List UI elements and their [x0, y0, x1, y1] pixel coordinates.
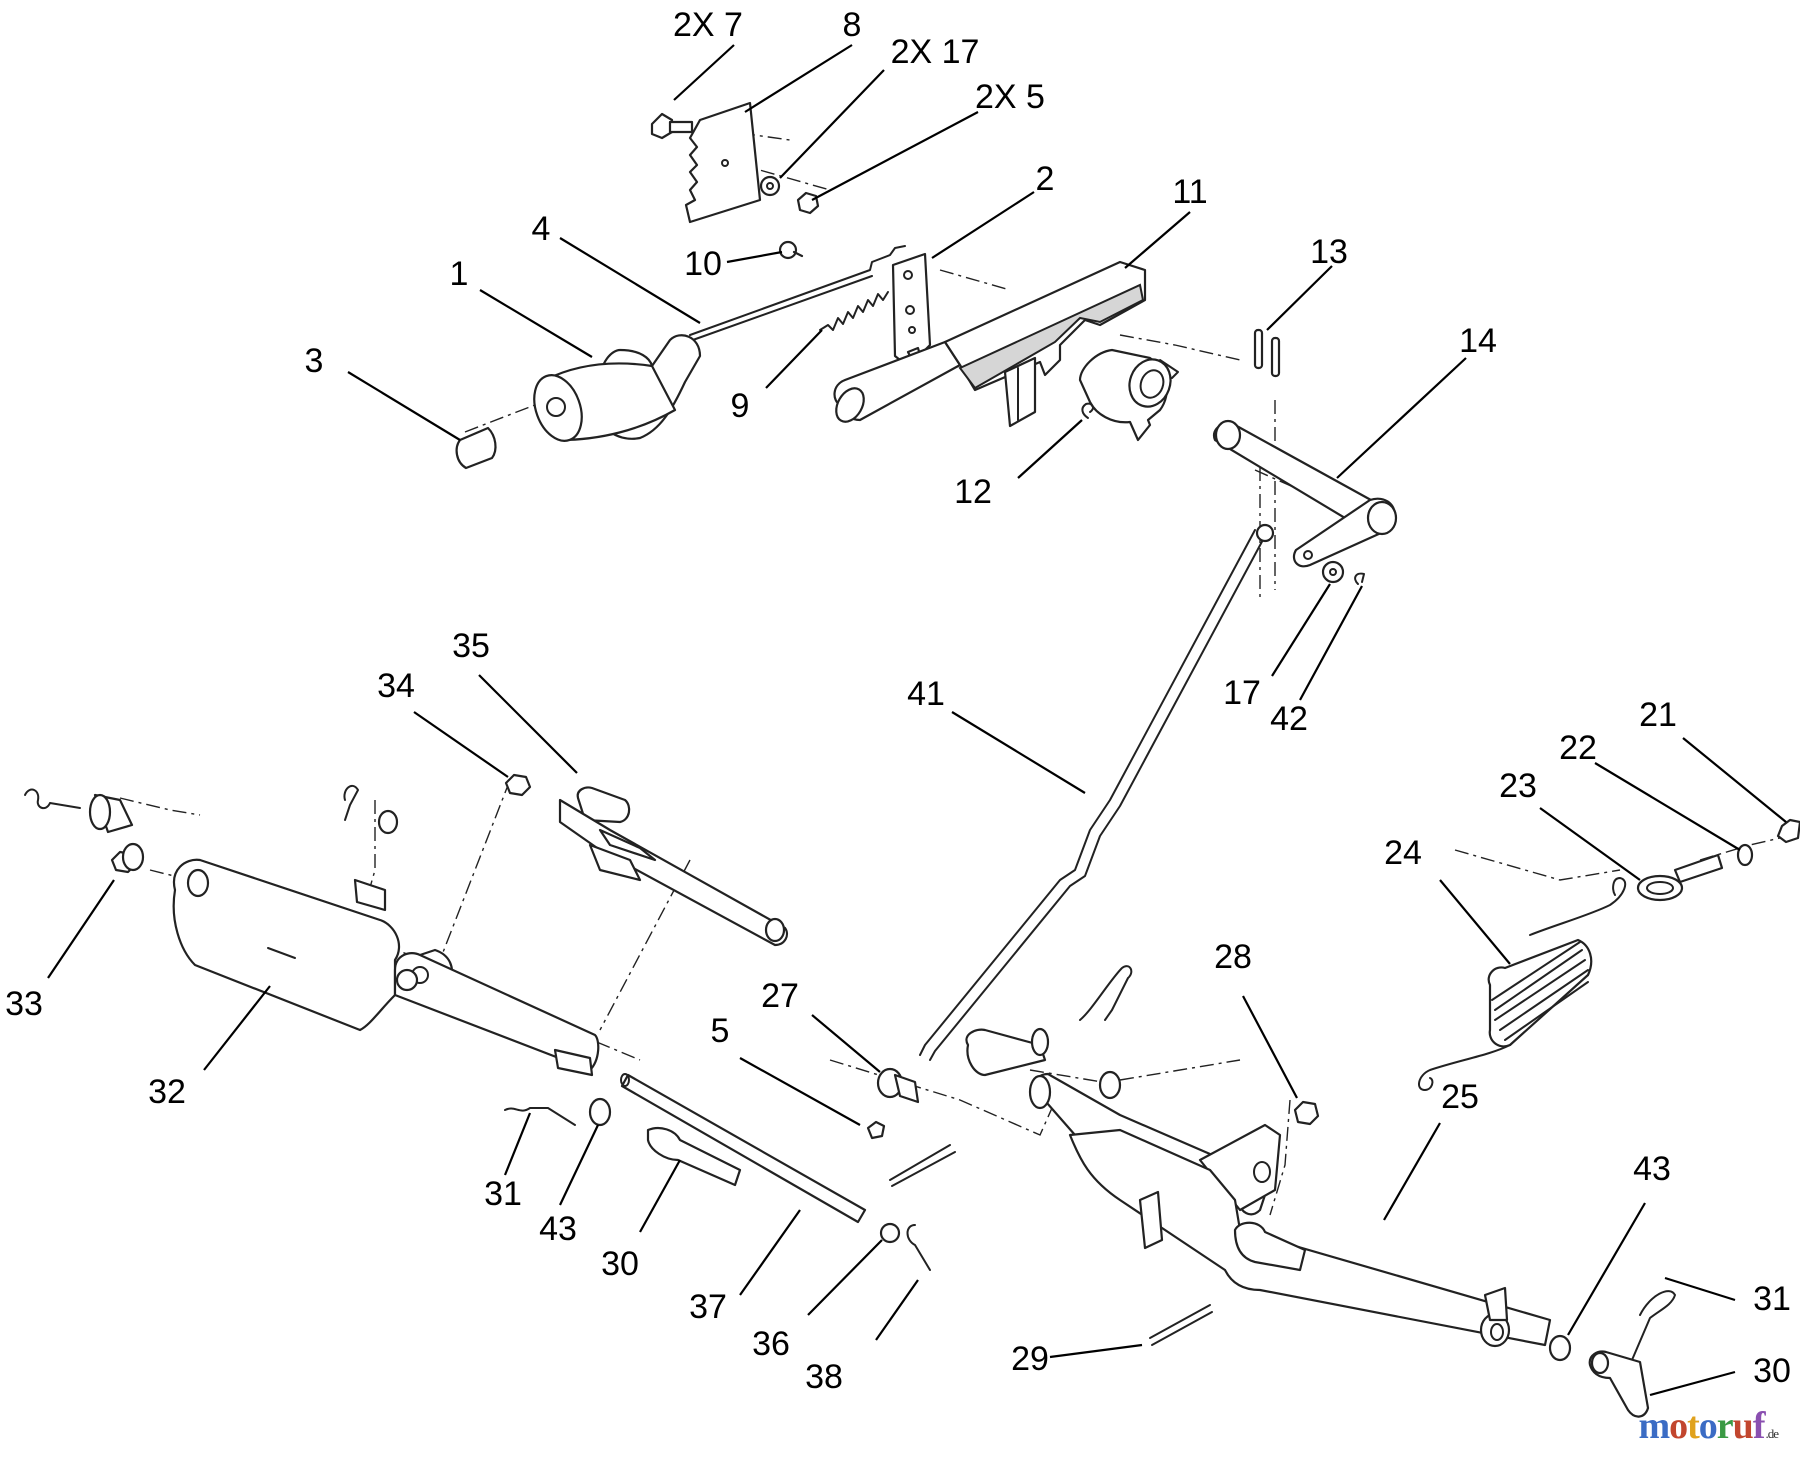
- cotter-hairpin-right-top: [1079, 965, 1133, 1021]
- washer-part-43-lower: [588, 1097, 612, 1127]
- callout-12: 12: [954, 473, 992, 511]
- washer-part-17-lower: [1321, 560, 1345, 584]
- bolt-part-7: [650, 112, 694, 140]
- cotter-pin-center: [889, 1144, 956, 1187]
- assembly-centerlines: [119, 130, 1781, 1216]
- nut-part-5-center: [866, 1120, 886, 1140]
- pin-part-37: [620, 1073, 867, 1224]
- link-rod-part-41: [919, 523, 1275, 1061]
- hairpin-part-38: [906, 1224, 931, 1271]
- washer-part-36: [879, 1222, 901, 1244]
- callout-31-left: 31: [484, 1175, 522, 1213]
- watermark-letter: f: [1752, 1405, 1766, 1447]
- callout-27: 27: [761, 977, 799, 1015]
- callout-9: 9: [731, 387, 750, 425]
- watermark-letter: m: [1638, 1405, 1670, 1447]
- plate-part-2: [891, 252, 932, 362]
- callout-34: 34: [377, 667, 415, 705]
- callout-14: 14: [1459, 322, 1497, 360]
- extension-spring-part-24: [1418, 877, 1627, 1091]
- callout-25: 25: [1441, 1078, 1479, 1116]
- callout-23: 23: [1499, 767, 1537, 805]
- watermark-letter: o: [1669, 1405, 1688, 1447]
- callout-2x17: 2X 17: [891, 33, 980, 71]
- callout-43-left: 43: [539, 1210, 577, 1248]
- callout-38: 38: [805, 1358, 843, 1396]
- washer-part-43-right-bottom: [1548, 1334, 1572, 1362]
- callout-37: 37: [689, 1288, 727, 1326]
- leader-lines: [47, 44, 1787, 1397]
- callout-17: 17: [1223, 674, 1261, 712]
- callout-13: 13: [1310, 233, 1348, 271]
- cotter-pin-part-29: [1149, 1304, 1213, 1346]
- callout-22: 22: [1559, 729, 1597, 767]
- hairpin-part-31-right-bottom: [1631, 1290, 1676, 1361]
- pin-part-30-right-top: [965, 1027, 1050, 1077]
- watermark-letter: t: [1687, 1405, 1700, 1447]
- callout-24: 24: [1384, 834, 1422, 872]
- fastener-part-10: [778, 240, 804, 260]
- callout-11: 11: [1172, 173, 1207, 211]
- shaft-weldment-part-11: [833, 260, 1179, 442]
- callout-8: 8: [843, 6, 862, 44]
- handle-grip-part-1: [533, 334, 702, 442]
- nut-part-21: [1776, 818, 1800, 844]
- pivot-part-27: [876, 1067, 920, 1104]
- arm-part-35: [558, 786, 789, 947]
- nut-part-28: [1293, 1100, 1320, 1126]
- hairpin-part-31-upper: [343, 784, 359, 821]
- callout-31-right: 31: [1753, 1280, 1791, 1318]
- callout-43-right: 43: [1633, 1150, 1671, 1188]
- pins-part-13: [1253, 328, 1281, 378]
- callout-1: 1: [450, 255, 469, 293]
- callout-30-left: 30: [601, 1245, 639, 1283]
- rod-part-4: [689, 245, 906, 342]
- callout-2x7: 2X 7: [673, 6, 743, 44]
- hairpin-part-31-lower: [504, 1107, 576, 1126]
- washer-part-17-upper: [759, 175, 781, 197]
- callout-5: 5: [711, 1012, 730, 1050]
- callout-4: 4: [532, 210, 551, 248]
- callout-29: 29: [1011, 1340, 1049, 1378]
- weldment-part-25: [1028, 1072, 1552, 1348]
- clip-part-12: [1081, 402, 1094, 419]
- callout-3: 3: [305, 342, 324, 380]
- eyebolt-part-23: [1636, 853, 1724, 902]
- watermark-text: motoruf: [1638, 1405, 1766, 1447]
- washer-part-22: [1736, 843, 1754, 867]
- washer-part-43-right-top: [1098, 1070, 1122, 1100]
- washer-part-43-upper: [377, 809, 399, 835]
- pin-part-30-left-top: [24, 788, 134, 834]
- callout-10: 10: [684, 245, 722, 283]
- nut-part-5-upper: [796, 191, 820, 215]
- callout-2: 2: [1036, 160, 1055, 198]
- pin-part-30-lower: [646, 1126, 742, 1187]
- callout-32: 32: [148, 1073, 186, 1111]
- notched-bracket-part-8: [684, 101, 762, 224]
- callout-21: 21: [1639, 696, 1677, 734]
- callout-33: 33: [5, 985, 43, 1023]
- callout-42: 42: [1270, 700, 1308, 738]
- watermark-logo: motoruf.de: [1638, 1404, 1778, 1448]
- watermark-letter: r: [1716, 1405, 1734, 1447]
- callout-36: 36: [752, 1325, 790, 1363]
- clip-part-42: [1354, 572, 1365, 585]
- pin-part-30-right-bottom: [1588, 1350, 1650, 1418]
- watermark-letter: o: [1698, 1405, 1718, 1447]
- callout-35: 35: [452, 627, 490, 665]
- callout-labels: 2X 7 8 2X 17 2X 5 2 11 4 10 1 3 9 13 14 …: [5, 6, 1791, 1396]
- callout-41: 41: [907, 675, 945, 713]
- callout-30-right: 30: [1753, 1352, 1791, 1390]
- callout-28: 28: [1214, 938, 1252, 976]
- lever-plate-part-32: [172, 858, 600, 1077]
- spring-part-9: [819, 291, 889, 331]
- washer-part-43-left-top: [121, 842, 145, 872]
- cap-part-3: [455, 426, 497, 470]
- nut-part-34: [504, 773, 532, 797]
- crank-part-14: [1212, 419, 1398, 568]
- watermark-letter: u: [1732, 1405, 1754, 1447]
- watermark-suffix: .de: [1765, 1426, 1778, 1441]
- callout-2x5: 2X 5: [975, 78, 1045, 116]
